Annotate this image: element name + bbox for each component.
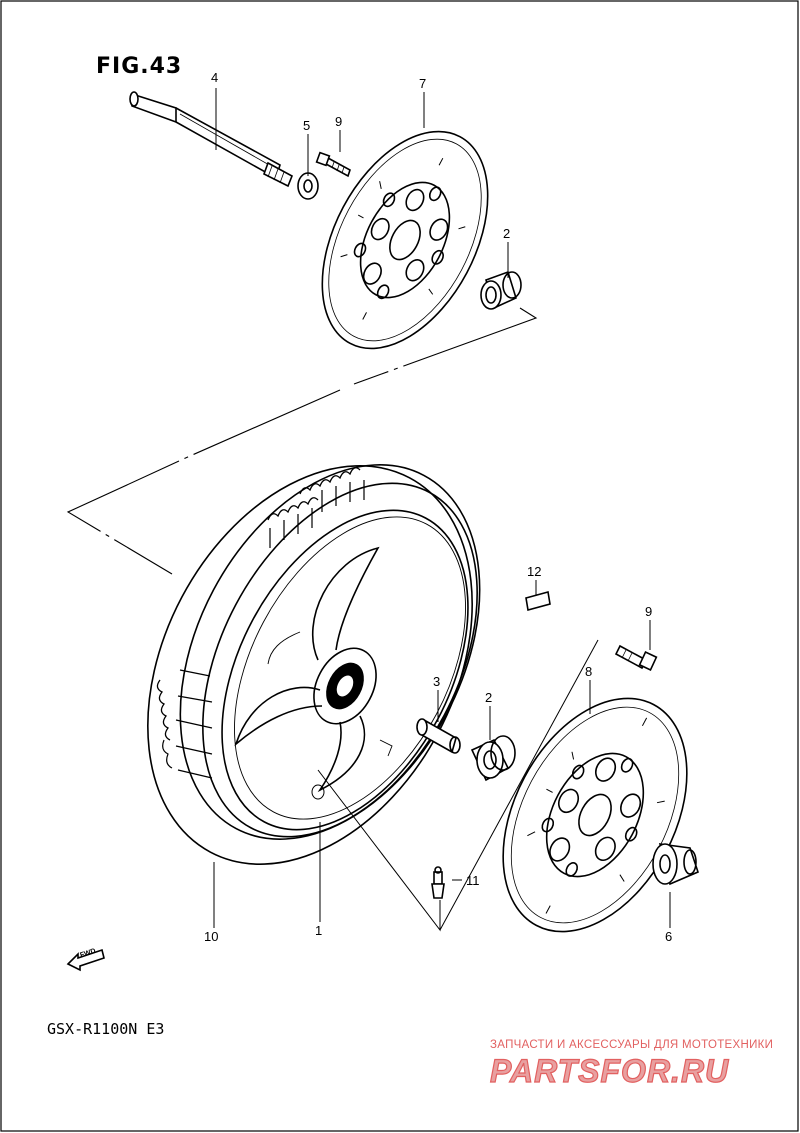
model-code: GSX-R1100N E3 (47, 1020, 165, 1038)
callout-1: 1 (315, 923, 323, 938)
callout-9-lower: 9 (645, 604, 653, 619)
disc-bolt-upper (315, 151, 351, 178)
assembly-line-top (66, 307, 538, 575)
callout-12: 12 (527, 564, 542, 579)
callout-5: 5 (303, 118, 311, 133)
wheel-spacer (416, 718, 461, 754)
front-wheel-rim (221, 509, 469, 831)
callout-4: 4 (211, 70, 219, 85)
callout-9-upper: 9 (335, 114, 343, 129)
callout-3: 3 (433, 674, 441, 689)
front-tire (147, 464, 481, 865)
callout-6: 6 (665, 929, 673, 944)
forward-arrow-icon: FWD (66, 946, 106, 972)
brake-disc-left (321, 130, 489, 350)
callout-10: 10 (204, 929, 219, 944)
watermark-tagline: ЗАПЧАСТИ И АКСЕССУАРЫ ДЛЯ МОТОТЕХНИКИ (490, 1039, 774, 1051)
disc-bolt-lower (614, 644, 658, 671)
washer (297, 172, 319, 200)
front-axle (129, 91, 294, 188)
watermark-logo: PARTSFOR.RU (489, 1052, 730, 1089)
callout-8: 8 (585, 664, 593, 679)
leader-lines (213, 88, 671, 928)
callout-11: 11 (466, 873, 480, 888)
balance-weight (525, 590, 551, 612)
callout-2-lower: 2 (485, 690, 493, 705)
wheel-bearing-upper (480, 270, 522, 310)
tire-valve (431, 866, 445, 899)
wheel-bearing-lower (470, 735, 516, 782)
callout-2-upper: 2 (503, 226, 511, 241)
brake-disc-right (502, 697, 688, 933)
weight-guide-line (439, 639, 599, 931)
figure-title: FIG.43 (96, 54, 183, 79)
wheel-collar (652, 843, 699, 886)
callout-7: 7 (419, 76, 427, 91)
